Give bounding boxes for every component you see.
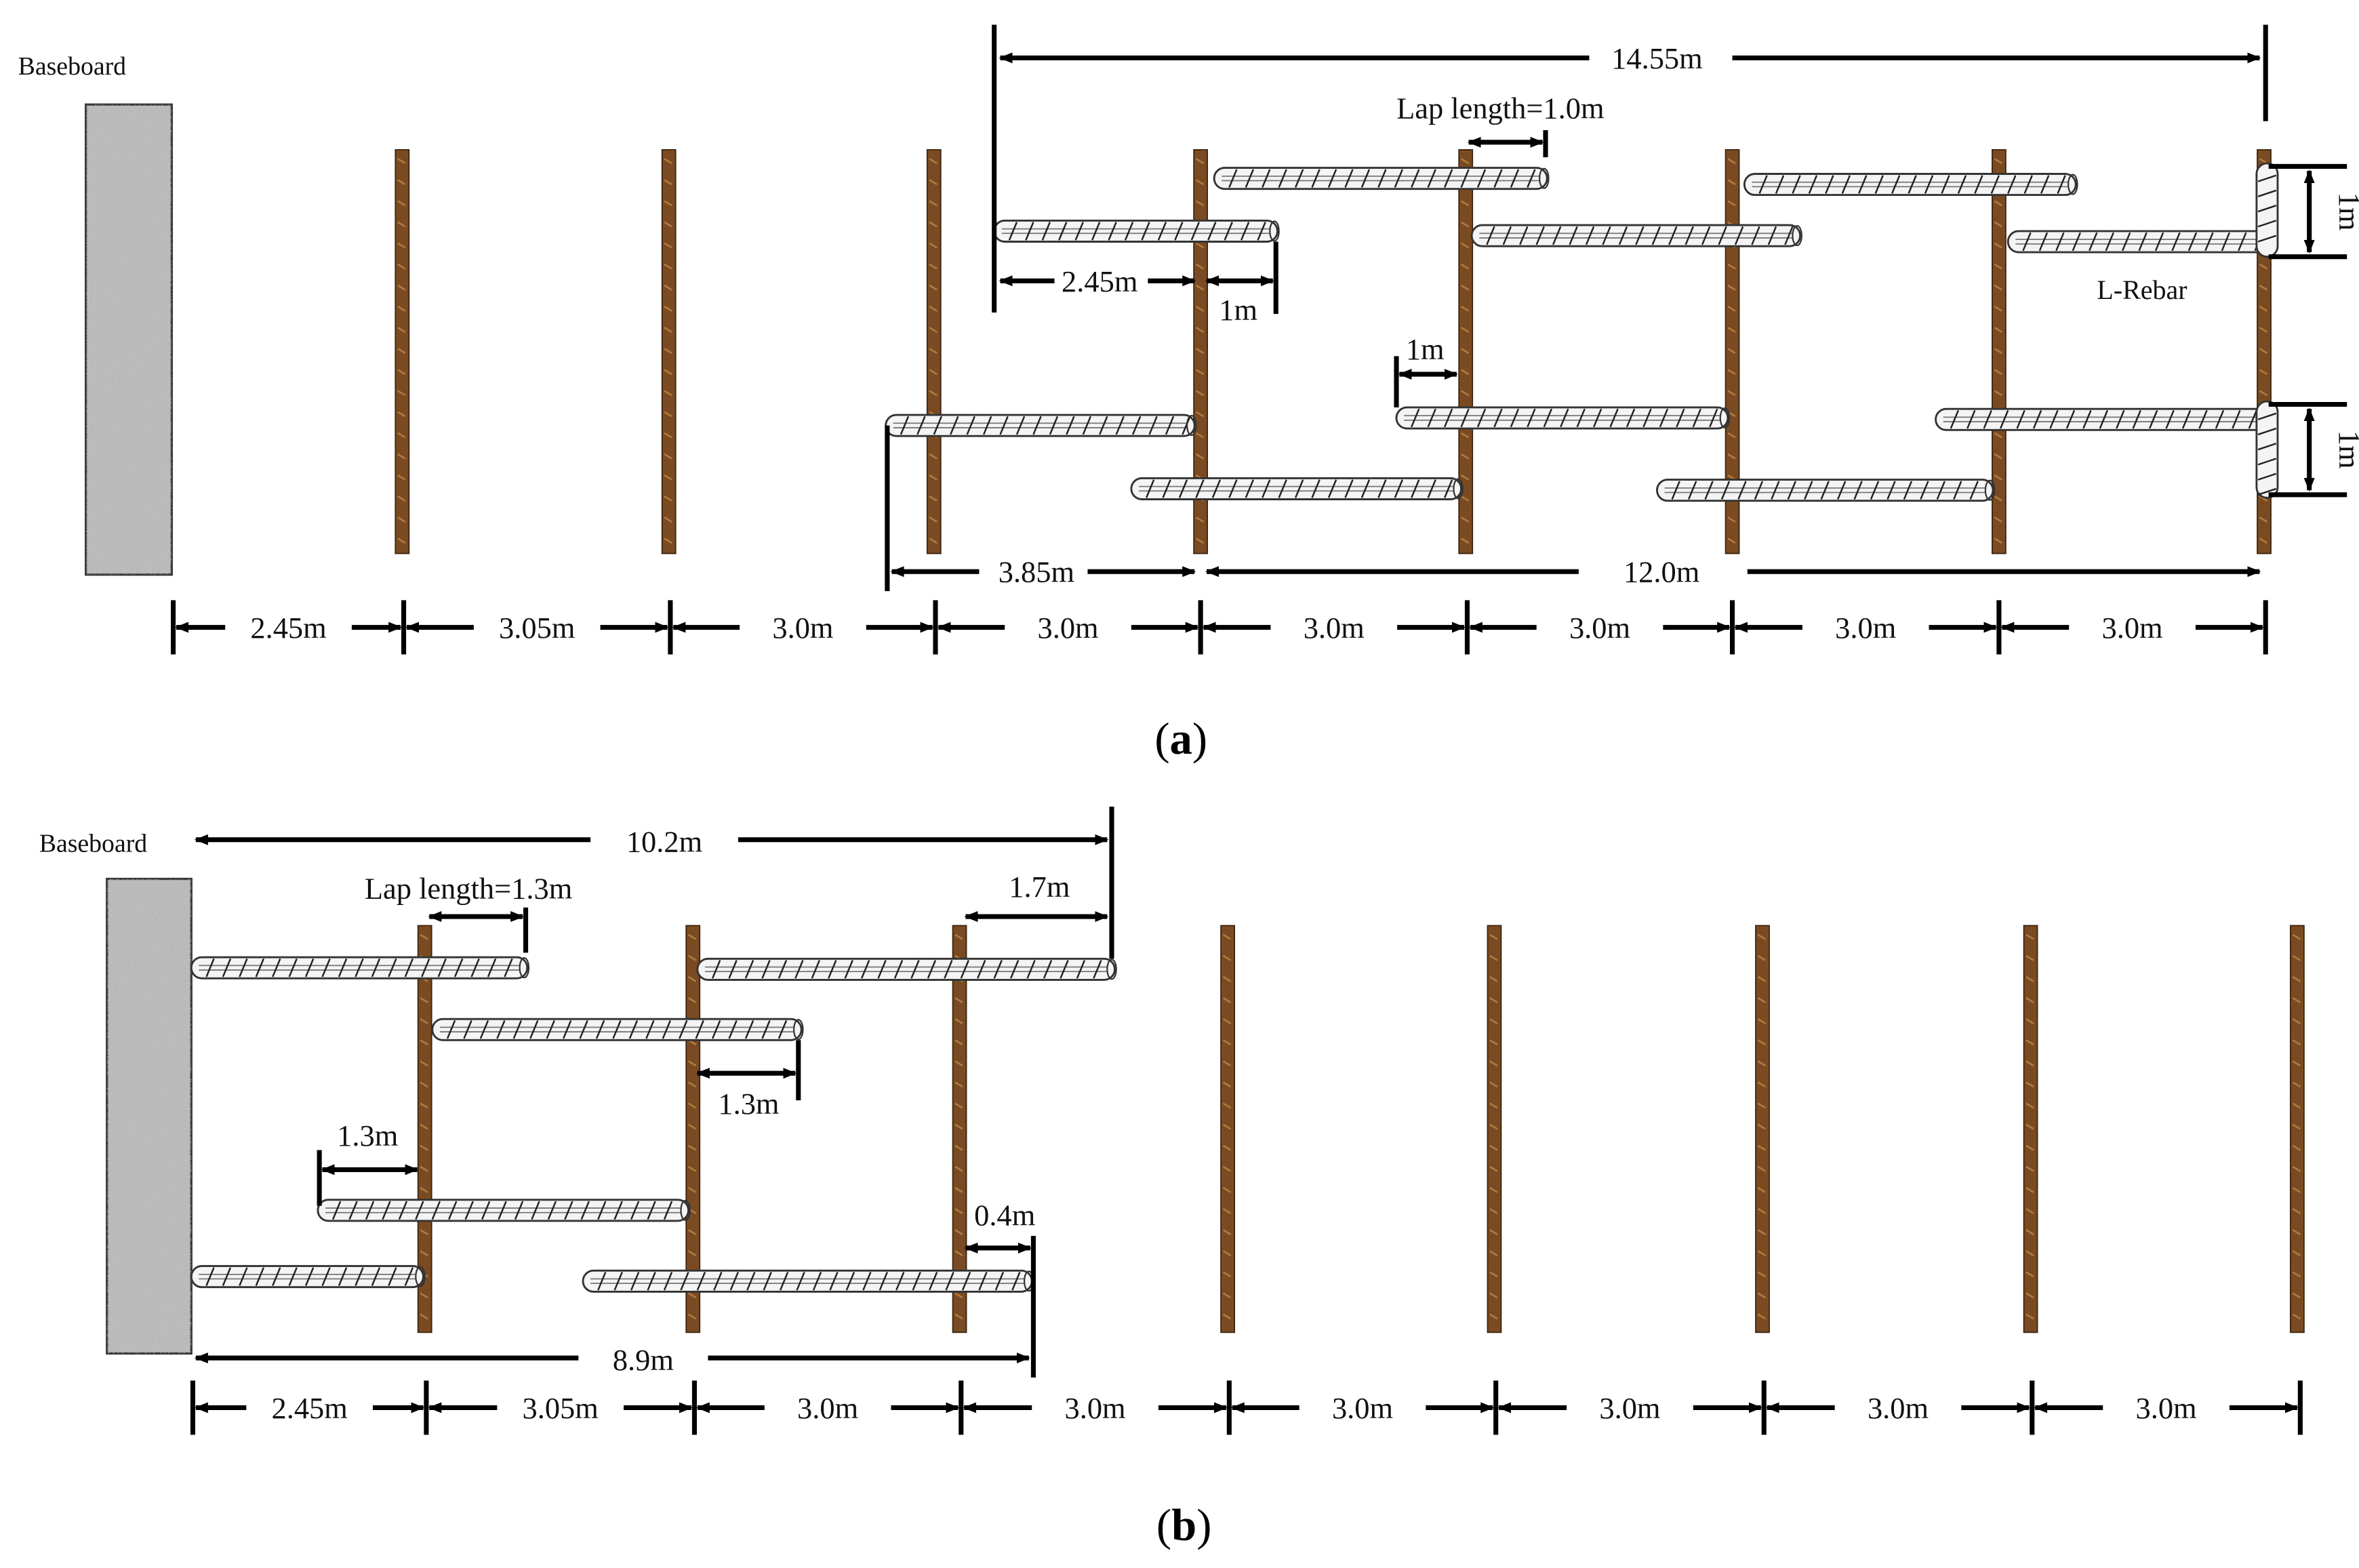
- dim-total-length-a: 14.55m: [1611, 41, 1703, 75]
- rebar: [2007, 230, 2274, 254]
- wooden-post: [2023, 925, 2038, 1333]
- rebar: [582, 1269, 1034, 1293]
- wooden-post: [417, 925, 432, 1333]
- posts-b: [417, 925, 2305, 1333]
- baseboard-label-b: Baseboard: [39, 830, 148, 858]
- l-rebar-hook: [2255, 162, 2279, 258]
- rebar: [1395, 406, 1731, 430]
- wooden-post: [926, 149, 942, 555]
- rebar: [1743, 173, 2078, 197]
- spacing-label: 3.0m: [772, 611, 833, 645]
- caption-b: (b): [1156, 1501, 1211, 1550]
- spacing-label: 3.05m: [522, 1391, 598, 1425]
- dim-total-length-b: 10.2m: [626, 825, 702, 859]
- wooden-post: [1487, 925, 1502, 1333]
- spacing-dims-b: 2.45m 3.05m 3.0m 3.0m 3.0m 3.0m 3.0m 3.0m: [190, 1380, 2303, 1435]
- l-rebar-hook: [2255, 400, 2279, 499]
- wooden-post: [1193, 149, 1208, 555]
- spacing-label: 3.0m: [1304, 611, 1365, 645]
- dim-lap-1m-mid-a: 1m: [1406, 332, 1445, 366]
- dim-lap-1-3m-left-b: 1.3m: [337, 1119, 398, 1152]
- baseboard-a: [85, 103, 173, 576]
- rebar: [190, 956, 530, 980]
- wooden-post: [661, 149, 677, 555]
- spacing-label: 3.0m: [1599, 1391, 1660, 1425]
- wooden-post: [952, 925, 967, 1333]
- spacing-label: 3.0m: [2101, 611, 2162, 645]
- dim-spacing-top-a: 1m: [2333, 193, 2359, 231]
- wooden-post: [1220, 925, 1235, 1333]
- dim-end-extension-low-b: 0.4m: [974, 1199, 1035, 1232]
- rebar: [317, 1199, 691, 1222]
- spacing-label: 3.0m: [1569, 611, 1630, 645]
- spacing-label: 3.0m: [1037, 611, 1098, 645]
- caption-a: (a): [1154, 715, 1207, 764]
- dim-lower-total-b: 8.9m: [613, 1343, 674, 1377]
- wooden-post: [395, 149, 410, 555]
- rebar: [1935, 407, 2274, 431]
- rebar: [1470, 224, 1802, 247]
- rebar: [696, 957, 1117, 981]
- wooden-post: [1725, 149, 1740, 555]
- baseboard-b: [106, 877, 193, 1355]
- dim-lower-first-a: 3.85m: [999, 555, 1074, 589]
- rebar: [190, 1265, 426, 1289]
- dim-end-extension-b: 1.7m: [1009, 870, 1070, 904]
- rebar: [1656, 479, 1996, 502]
- spacing-label: 2.45m: [271, 1391, 347, 1425]
- rebar: [885, 414, 1197, 437]
- dim-lower-rest-a: 12.0m: [1624, 555, 1699, 589]
- spacing-label: 3.0m: [1064, 1391, 1125, 1425]
- spacing-label: 3.0m: [1332, 1391, 1393, 1425]
- spacing-label: 3.0m: [1868, 1391, 1929, 1425]
- lap-length-label-a: Lap length=1.0m: [1396, 91, 1604, 125]
- spacing-dims-a: 2.45m 3.05m 3.0m 3.0m 3.0m 3.0m 3.0m 3.0m: [171, 600, 2268, 655]
- spacing-label: 3.05m: [499, 611, 575, 645]
- dim-lap-1-3m-mid-b: 1.3m: [718, 1087, 779, 1121]
- spacing-label: 3.0m: [1835, 611, 1896, 645]
- wooden-post: [2290, 925, 2305, 1333]
- rebar: [1130, 477, 1464, 500]
- wooden-post: [1755, 925, 1770, 1333]
- l-rebar-label: L-Rebar: [2097, 275, 2187, 305]
- baseboard-label-a: Baseboard: [18, 52, 127, 81]
- rebar: [993, 219, 1280, 243]
- panel-b: Baseboard 10.2m Lap length=1.3m 1.7m 1.3…: [39, 806, 2305, 1550]
- wooden-post: [1458, 149, 1474, 555]
- lap-length-label-b: Lap length=1.3m: [365, 871, 572, 905]
- posts-a: [395, 149, 2272, 555]
- rebar: [1213, 167, 1550, 190]
- panel-a: Baseboard 14.55m Lap length=1.0m 2.45m 1…: [18, 24, 2359, 764]
- dim-lap-1m-top-a: 1m: [1219, 293, 1257, 327]
- dim-first-anchor-a: 2.45m: [1062, 264, 1137, 298]
- rebar: [431, 1018, 804, 1041]
- rebars-a: [885, 162, 2279, 502]
- spacing-label: 3.0m: [797, 1391, 858, 1425]
- spacing-label: 2.45m: [250, 611, 326, 645]
- rebars-b: [190, 956, 1117, 1293]
- spacing-label: 3.0m: [2135, 1391, 2196, 1425]
- dim-spacing-bottom-a: 1m: [2333, 430, 2359, 469]
